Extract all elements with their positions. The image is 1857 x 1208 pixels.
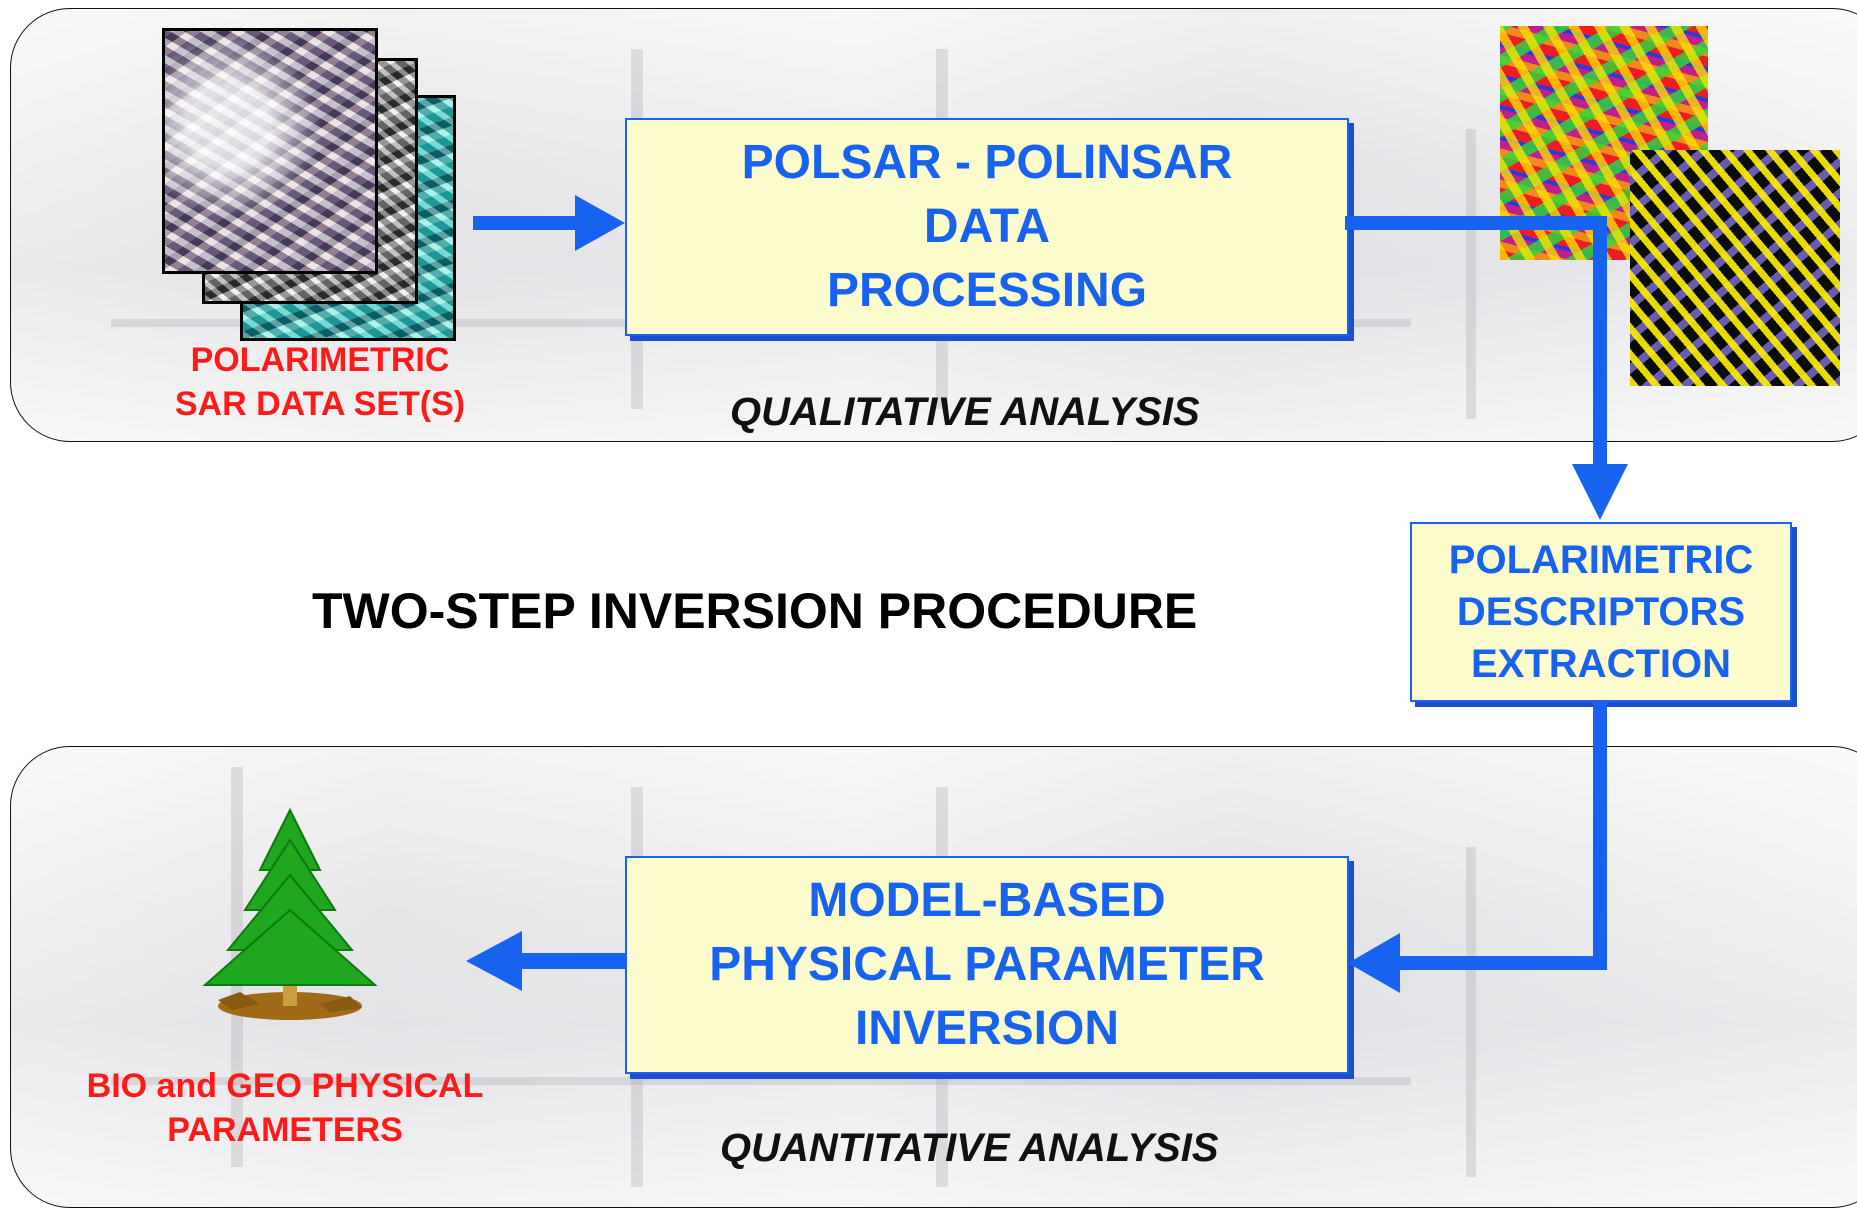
diagram-title: TWO-STEP INVERSION PROCEDURE	[312, 583, 1198, 639]
parameters-label-line-2: PARAMETERS	[167, 1111, 403, 1149]
parameter-inversion-box: MODEL-BASED PHYSICAL PARAMETER INVERSION	[625, 856, 1349, 1074]
sar-data-label: POLARIMETRIC SAR DATA SET(S)	[150, 338, 490, 426]
parameters-label: BIO and GEO PHYSICAL PARAMETERS	[50, 1064, 520, 1152]
descriptor-extraction-box: POLARIMETRIC DESCRIPTORS EXTRACTION	[1410, 522, 1792, 702]
descriptor-line-1: POLARIMETRIC	[1448, 538, 1754, 582]
arrow-inversion-v	[1593, 700, 1607, 970]
inversion-line-1: MODEL-BASED	[808, 874, 1166, 927]
inversion-line-3: INVERSION	[854, 1002, 1120, 1055]
arrow-output-head	[466, 931, 522, 991]
descriptor-line-3: EXTRACTION	[1471, 642, 1731, 686]
arrow-inversion-h	[1393, 956, 1607, 970]
arrow-input-head	[575, 195, 625, 251]
polsar-processing-line-3: PROCESSING	[826, 264, 1148, 317]
arrow-descriptor-h	[1345, 216, 1607, 230]
quantitative-caption: QUANTITATIVE ANALYSIS	[720, 1126, 1219, 1170]
polsar-processing-line-2: DATA	[923, 200, 1051, 253]
flow-arrows	[466, 195, 1628, 993]
arrow-descriptor-v	[1593, 216, 1607, 468]
polsar-processing-box: POLSAR - POLINSAR DATA PROCESSING	[625, 118, 1349, 336]
polsar-processing-line-1: POLSAR - POLINSAR	[741, 136, 1233, 189]
qualitative-caption: QUALITATIVE ANALYSIS	[730, 390, 1200, 434]
arrow-descriptor-head	[1572, 464, 1628, 520]
arrow-input-shaft	[473, 216, 583, 230]
descriptor-line-2: DESCRIPTORS	[1456, 590, 1746, 634]
sar-data-label-line-1: POLARIMETRIC	[190, 341, 450, 379]
inversion-line-2: PHYSICAL PARAMETER	[709, 938, 1265, 991]
sar-data-label-line-2: SAR DATA SET(S)	[174, 385, 466, 423]
parameters-label-line-1: BIO and GEO PHYSICAL	[86, 1067, 484, 1105]
arrow-inversion-head	[1348, 933, 1400, 993]
arrow-output-shaft	[515, 953, 625, 969]
